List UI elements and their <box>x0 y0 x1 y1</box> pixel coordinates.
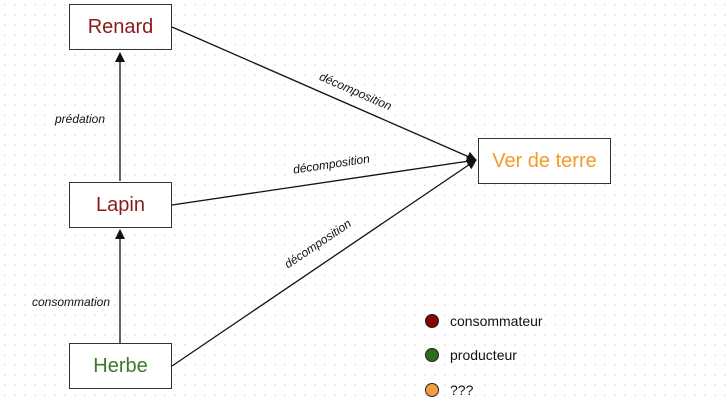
edge-herbe-ver-label: décomposition <box>282 216 354 271</box>
edge-lapin-ver-line <box>171 156 477 206</box>
edge-renard-ver-line <box>171 26 477 161</box>
legend-dot-consommateur <box>425 314 439 328</box>
legend-dot-producteur <box>425 348 439 362</box>
legend-item-consommateur: consommateur <box>425 313 543 329</box>
node-herbe[interactable]: Herbe <box>69 343 172 389</box>
legend-item-unknown: ??? <box>425 382 473 398</box>
edge-lapin-ver-label: décomposition <box>292 151 371 176</box>
legend-item-producteur: producteur <box>425 347 517 363</box>
node-renard[interactable]: Renard <box>69 4 172 50</box>
legend-label-producteur: producteur <box>450 347 517 363</box>
legend-label-consommateur: consommateur <box>450 313 543 329</box>
edge-herbe-ver-line <box>171 159 477 367</box>
edge-predation-label: prédation <box>54 112 105 126</box>
legend-label-unknown: ??? <box>450 382 474 398</box>
node-lapin[interactable]: Lapin <box>69 182 172 228</box>
node-ver-de-terre[interactable]: Ver de terre <box>478 138 611 184</box>
legend-dot-unknown <box>425 383 439 397</box>
edge-consommation-label: consommation <box>32 295 110 309</box>
